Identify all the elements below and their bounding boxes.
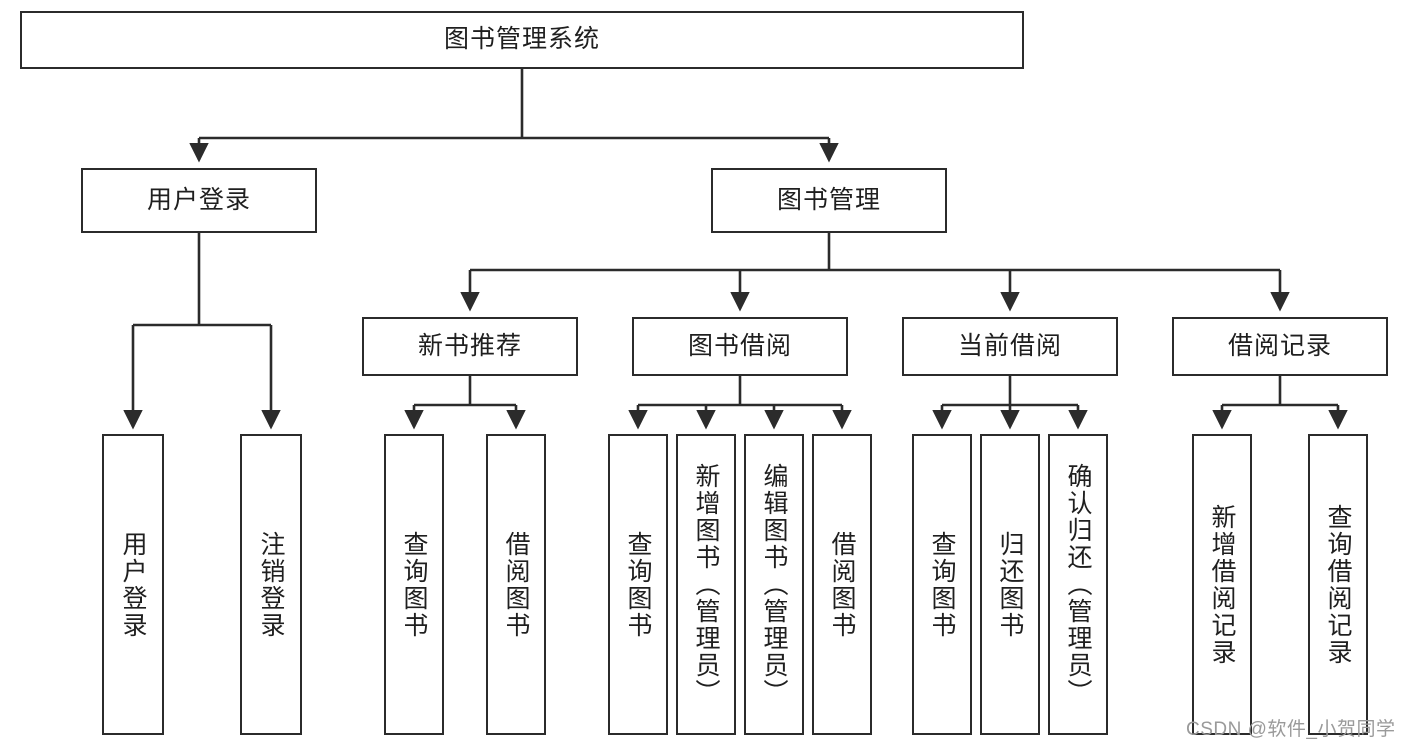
- node-book-borrow-label: 图书借阅: [687, 331, 792, 360]
- node-leaf-borrow-book-1[interactable]: 借阅图书: [486, 434, 546, 735]
- node-book-borrow[interactable]: 图书借阅: [632, 317, 848, 376]
- node-borrow-record[interactable]: 借阅记录: [1172, 317, 1388, 376]
- node-leaf-query-record[interactable]: 查询借阅记录: [1308, 434, 1368, 735]
- node-leaf-borrow-book-1-label: 借阅图书: [502, 530, 530, 639]
- node-leaf-add-record-label: 新增借阅记录: [1208, 503, 1236, 666]
- csdn-watermark: CSDN @软件_小贺同学: [1186, 719, 1396, 740]
- node-leaf-query-book-2-label: 查询图书: [624, 530, 652, 639]
- node-leaf-borrow-book-2-label: 借阅图书: [828, 530, 856, 639]
- node-leaf-borrow-book-2[interactable]: 借阅图书: [812, 434, 872, 735]
- node-borrow-record-label: 借阅记录: [1227, 331, 1332, 360]
- node-leaf-edit-book[interactable]: 编辑图书（管理员）: [744, 434, 804, 735]
- node-leaf-query-book-1[interactable]: 查询图书: [384, 434, 444, 735]
- node-user-login[interactable]: 用户登录: [81, 168, 317, 233]
- node-book-manage-label: 图书管理: [776, 185, 881, 214]
- node-leaf-query-book-2[interactable]: 查询图书: [608, 434, 668, 735]
- node-leaf-return-book-label: 归还图书: [996, 530, 1024, 639]
- node-leaf-user-login-label: 用户登录: [119, 530, 147, 639]
- node-leaf-edit-book-label: 编辑图书（管理员）: [760, 463, 788, 706]
- node-leaf-logout[interactable]: 注销登录: [240, 434, 302, 735]
- node-leaf-user-login[interactable]: 用户登录: [102, 434, 164, 735]
- node-leaf-query-record-label: 查询借阅记录: [1324, 503, 1352, 666]
- node-leaf-add-book-label: 新增图书（管理员）: [692, 463, 720, 706]
- node-current-borrow-label: 当前借阅: [957, 331, 1062, 360]
- node-leaf-query-book-1-label: 查询图书: [400, 530, 428, 639]
- node-leaf-add-record[interactable]: 新增借阅记录: [1192, 434, 1252, 735]
- node-leaf-add-book[interactable]: 新增图书（管理员）: [676, 434, 736, 735]
- node-leaf-confirm-return-label: 确认归还（管理员）: [1064, 463, 1092, 706]
- node-new-book-rec-label: 新书推荐: [417, 331, 522, 360]
- node-leaf-logout-label: 注销登录: [257, 530, 285, 639]
- node-leaf-query-book-3-label: 查询图书: [928, 530, 956, 639]
- node-new-book-rec[interactable]: 新书推荐: [362, 317, 578, 376]
- node-book-manage[interactable]: 图书管理: [711, 168, 947, 233]
- node-root[interactable]: 图书管理系统: [20, 11, 1024, 69]
- node-leaf-return-book[interactable]: 归还图书: [980, 434, 1040, 735]
- node-root-label: 图书管理系统: [443, 25, 600, 54]
- node-current-borrow[interactable]: 当前借阅: [902, 317, 1118, 376]
- node-leaf-confirm-return[interactable]: 确认归还（管理员）: [1048, 434, 1108, 735]
- node-user-login-label: 用户登录: [146, 185, 251, 214]
- node-leaf-query-book-3[interactable]: 查询图书: [912, 434, 972, 735]
